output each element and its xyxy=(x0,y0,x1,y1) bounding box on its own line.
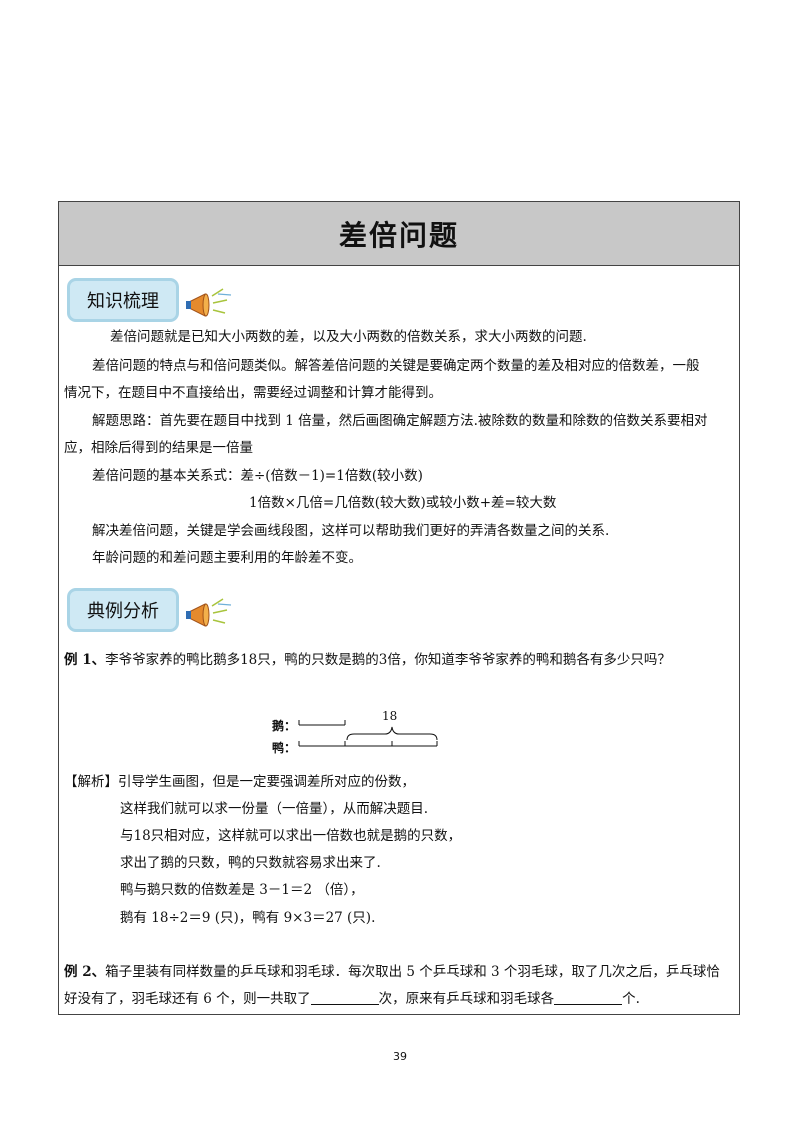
title-bar: 差倍问题 xyxy=(59,202,739,266)
page-number: 39 xyxy=(393,1050,407,1063)
example-1-question: 例 1、李爷爷家养的鸭比鹅多18只，鸭的只数是鹅的3倍，你知道李爷爷家养的鸭和鹅… xyxy=(64,650,671,670)
example-1-label: 例 1、 xyxy=(64,652,106,668)
examples-badge: 典例分析 xyxy=(67,588,179,632)
knowledge-paragraph: 年龄问题的和差问题主要利用的年龄差不变。 xyxy=(92,550,362,566)
duck-label: 鸭： xyxy=(272,741,297,755)
formula-line: 差倍问题的基本关系式：差÷(倍数－1)=1倍数(较小数) xyxy=(92,468,423,484)
lesson-frame: 差倍问题 知识梳理 典例分析 xyxy=(58,201,740,1015)
analysis-line: 这样我们就可以求一份量（一倍量），从而解决题目. xyxy=(120,801,429,817)
example-2-text: 次，原来有乒乓球和羽毛球各 xyxy=(378,991,555,1007)
page-title: 差倍问题 xyxy=(338,218,459,252)
megaphone-icon xyxy=(186,288,232,317)
analysis-line: 【解析】引导学生画图，但是一定要强调差所对应的份数， xyxy=(64,772,415,792)
difference-label: 18 xyxy=(382,709,398,723)
line-segment-diagram: 鹅： 鸭： 18 xyxy=(272,709,447,755)
knowledge-paragraph: 解题思路：首先要在题目中找到 1 倍量，然后画图确定解题方法.被除数的数量和除数… xyxy=(92,413,708,429)
answer-blank[interactable] xyxy=(554,990,623,1005)
goose-label: 鹅： xyxy=(272,719,297,733)
example-2-label: 例 2、 xyxy=(64,964,106,980)
example-2-text: 个. xyxy=(622,991,640,1007)
example-2-text: 好没有了，羽毛球还有 6 个，则一共取了 xyxy=(64,991,311,1007)
formula-line: 1倍数×几倍=几倍数(较大数)或较小数+差=较大数 xyxy=(249,495,557,511)
analysis-label: 【解析】 xyxy=(64,774,118,790)
knowledge-paragraph: 情况下，在题目中不直接给出，需要经过调整和计算才能得到。 xyxy=(64,385,442,401)
analysis-line: 求出了鹅的只数，鸭的只数就容易求出来了. xyxy=(120,855,381,871)
analysis-text: 引导学生画图，但是一定要强调差所对应的份数， xyxy=(118,774,415,790)
knowledge-paragraph: 差倍问题的特点与和倍问题类似。解答差倍问题的关键是要确定两个数量的差及相对应的倍… xyxy=(92,358,700,374)
answer-blank[interactable] xyxy=(310,990,379,1005)
megaphone-icon xyxy=(186,598,232,627)
knowledge-paragraph: 解决差倍问题，关键是学会画线段图，这样可以帮助我们更好的弄清各数量之间的关系. xyxy=(92,523,610,539)
analysis-line: 鸭与鹅只数的倍数差是 3－1＝2 （倍）， xyxy=(120,882,364,898)
example-2-question: 例 2、箱子里装有同样数量的乒乓球和羽毛球．每次取出 5 个乒乓球和 3 个羽毛… xyxy=(64,962,720,982)
knowledge-badge: 知识梳理 xyxy=(67,278,179,322)
analysis-line: 鹅有 18÷2＝9 (只)，鸭有 9×3＝27 (只). xyxy=(120,910,376,926)
knowledge-badge-label: 知识梳理 xyxy=(87,291,159,312)
knowledge-paragraph: 差倍问题就是已知大小两数的差，以及大小两数的倍数关系，求大小两数的问题. xyxy=(110,329,587,345)
example-2-text: 箱子里装有同样数量的乒乓球和羽毛球．每次取出 5 个乒乓球和 3 个羽毛球，取了… xyxy=(105,964,720,980)
example-2-question-cont: 好没有了，羽毛球还有 6 个，则一共取了 次，原来有乒乓球和羽毛球各 个. xyxy=(64,989,640,1009)
analysis-line: 与18只相对应，这样就可以求出一倍数也就是鹅的只数， xyxy=(120,828,462,844)
knowledge-paragraph: 应，相除后得到的结果是一倍量 xyxy=(64,440,253,456)
example-1-text: 李爷爷家养的鸭比鹅多18只，鸭的只数是鹅的3倍，你知道李爷爷家养的鸭和鹅各有多少… xyxy=(105,652,671,668)
segment-lines xyxy=(298,720,438,747)
examples-badge-label: 典例分析 xyxy=(87,601,159,622)
